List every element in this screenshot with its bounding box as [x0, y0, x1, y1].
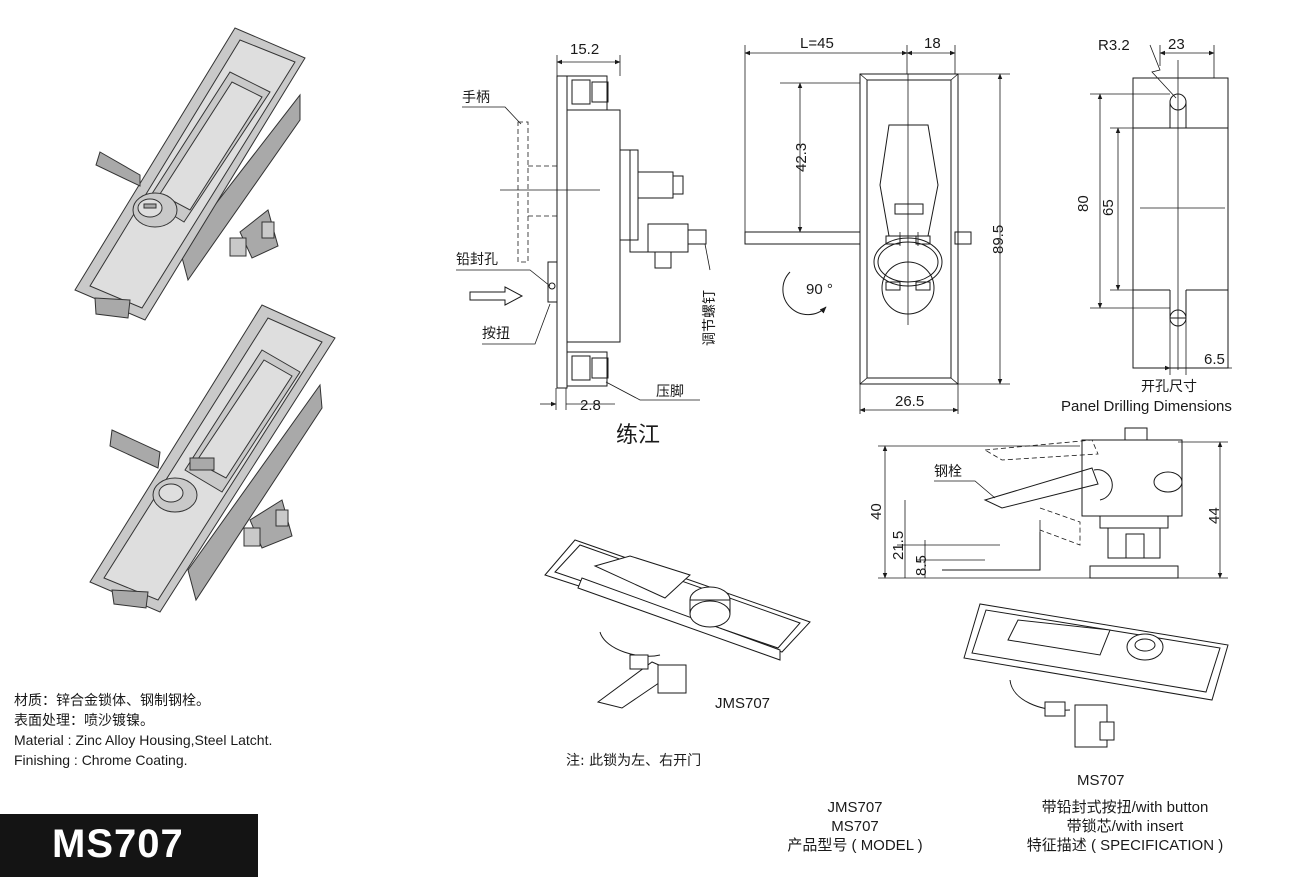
dim-cutout-height-inner: 65 [1100, 199, 1117, 216]
cutout-title-cn: 开孔尺寸 [1141, 379, 1197, 395]
spec-with-insert: 带锁芯/with insert [1066, 818, 1184, 835]
lock-render-bottom [89, 304, 336, 613]
model-header: 产品型号 ( MODEL ) [787, 837, 923, 854]
dim-side-bottom-offset: 2.8 [580, 397, 601, 414]
label-handle: 手柄 [462, 90, 490, 106]
label-adjust-screw: 调节螺钉 [702, 290, 718, 346]
dim-latch-21-5: 21.5 [890, 531, 907, 560]
dim-latch-44: 44 [1206, 507, 1223, 524]
dim-front-width: 18 [924, 35, 941, 52]
spec-with-button: 带铅封式按扭/with button [1041, 799, 1209, 816]
door-note: 注: 此锁为左、右开门 [566, 753, 701, 769]
finish-en: Finishing : Chrome Coating. [14, 752, 188, 768]
model-jms707: JMS707 [827, 799, 883, 816]
dim-latch-40: 40 [868, 503, 885, 520]
finish-cn: 表面处理：喷沙镀镍。 [14, 712, 154, 728]
rotation-angle: 90 ° [806, 281, 833, 298]
material-en: Material : Zinc Alloy Housing,Steel Latc… [14, 732, 273, 748]
label-ms707-view: MS707 [1077, 772, 1125, 789]
material-notes: 材质：锌合金锁体、钢制钢栓。 表面处理：喷沙镀镍。 Material : Zin… [14, 690, 272, 770]
label-steel-latch: 钢栓 [934, 464, 962, 480]
latch-elevation: 40 21.5 8.5 44 钢栓 [868, 427, 1228, 579]
dim-front-bottom-width: 26.5 [895, 393, 924, 410]
model-title-box: MS707 [0, 814, 258, 877]
dim-front-length: L=45 [800, 35, 834, 52]
brand-mark: 练江 [616, 423, 660, 448]
model-title: MS707 [52, 822, 184, 866]
jms707-drawing: JMS707 [544, 539, 811, 712]
material-cn: 材质：锌合金锁体、钢制钢栓。 [14, 692, 210, 708]
label-seal-hole: 铅封孔 [456, 252, 498, 268]
label-push-button: 按扭 [482, 326, 510, 342]
front-view: L=45 18 42.3 89.5 26.5 [744, 35, 1010, 414]
model-ms707: MS707 [831, 818, 879, 835]
lock-render-top [74, 27, 306, 321]
spec-column: 带铅封式按扭/with button 带锁芯/with insert 特征描述 … [985, 798, 1265, 855]
dim-cutout-width: 23 [1168, 36, 1185, 53]
dim-front-handle-height: 42.3 [793, 143, 810, 172]
dim-cutout-height-outer: 80 [1075, 195, 1092, 212]
dim-latch-8-5: 8.5 [913, 555, 930, 576]
cutout-title-en: Panel Drilling Dimensions [1061, 398, 1232, 415]
dim-front-total-height: 89.5 [990, 225, 1007, 254]
dim-side-top-width: 15.2 [570, 41, 599, 58]
spec-header: 特征描述 ( SPECIFICATION ) [1026, 837, 1224, 854]
ms707-drawing: MS707 [963, 603, 1229, 789]
side-view: 15.2 2.8 手柄 铅封孔 按扭 调节螺钉 [456, 41, 718, 448]
label-press-foot: 压脚 [656, 384, 684, 400]
dim-cutout-notch: 6.5 [1204, 351, 1225, 368]
label-jms707-view: JMS707 [715, 695, 770, 712]
model-column: JMS707 MS707 产品型号 ( MODEL ) [770, 798, 940, 855]
panel-cutout: R3.2 23 80 65 6.5 开孔尺寸 Panel Drilling Di… [1061, 36, 1232, 415]
dim-cutout-radius: R3.2 [1098, 37, 1130, 54]
